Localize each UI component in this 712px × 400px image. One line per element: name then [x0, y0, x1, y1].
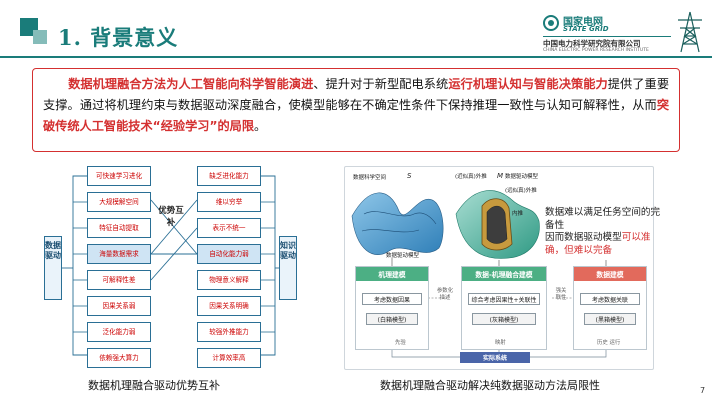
- left-node: 因果关系弱: [87, 296, 151, 316]
- plot1-axis-label: 数据科学空间: [353, 175, 387, 181]
- bottom-label-history: 历史 运行: [597, 340, 621, 346]
- plot2-label-extrap-far: (远似真)外推: [505, 188, 537, 194]
- side-label-left: 参数化 描述: [436, 288, 454, 301]
- summary-box: 数据机理融合方法为人工智能向科学智能演进、提升对于新型配电系统运行机理认知与智能…: [32, 68, 680, 152]
- section-data: 数据建模 考虑数据关联 (黑箱模型): [573, 266, 647, 350]
- section-data-sub: (黑箱模型): [584, 313, 636, 325]
- section-mechanism-head: 机理建模: [356, 267, 428, 281]
- summary-text-2: 提供了重要支撑。通过将机理约束与数据驱动深度融合，使模型能够在不确定性条件下保持…: [43, 77, 670, 112]
- power-tower-icon: [678, 11, 702, 53]
- institute-name-en: CHINA ELECTRIC POWER RESEARCH INSTITUTE: [543, 48, 649, 53]
- right-caption: 数据机理融合驱动解决纯数据驱动方法局限性: [380, 379, 600, 392]
- right-node: 维以穷举: [197, 192, 261, 212]
- right-node: 缺乏进化能力: [197, 166, 261, 186]
- section-mechanism-sub: (白箱模型): [366, 313, 418, 325]
- left-node: 依赖强大算力: [87, 348, 151, 368]
- actual-system-bar: 实际系统: [460, 352, 530, 363]
- section-fusion-box: 综合考虑因果性+关联性: [468, 293, 540, 305]
- section-data-box: 考虑数据关联: [580, 293, 640, 305]
- right-node: 自动化能力弱: [197, 244, 261, 264]
- left-node: 可快速学习进化: [87, 166, 151, 186]
- section-fusion-sub: (灰箱模型): [472, 313, 536, 325]
- side-label-right: 强关 联性: [555, 288, 567, 301]
- plot2-label-model: 数据驱动模型: [505, 174, 539, 180]
- right-node: 物理意义解释: [197, 270, 261, 290]
- section-fusion-head: 数据-机理融合建模: [462, 267, 546, 281]
- right-note-b: 因而数据驱动模型: [545, 232, 622, 243]
- bottom-label-map: 映射: [495, 340, 506, 346]
- page-number: 7: [700, 386, 706, 395]
- bottom-label-prior: 先验: [395, 340, 406, 346]
- page-title: 1. 背景意义: [58, 25, 179, 50]
- header-square-light: [33, 30, 47, 44]
- plot2-label-extrap-near: (近似真)外推: [455, 174, 487, 180]
- right-note: 数据难以满足任务空间的完备性 因而数据驱动模型可以准确，但难以完备: [545, 207, 665, 257]
- data-driven-label: 数据驱动: [44, 236, 62, 300]
- right-node: 计算效率高: [197, 348, 261, 368]
- logo-divider: [543, 36, 671, 37]
- left-caption: 数据机理融合驱动优势互补: [88, 379, 220, 392]
- summary-red-2: 运行机理认知与智能决策能力: [448, 77, 608, 91]
- summary-text-3: 。: [254, 119, 267, 133]
- section-fusion: 数据-机理融合建模 综合考虑因果性+关联性 (灰箱模型): [461, 266, 547, 350]
- section-mechanism-box: 考虑数据因果: [362, 293, 422, 305]
- institute-name: 中国电力科学研究院有限公司: [543, 39, 641, 48]
- plot2-m-label: M: [497, 172, 504, 180]
- state-grid-logo-icon: [543, 15, 559, 31]
- right-note-red: 可以准确，但难以完备: [545, 232, 651, 256]
- right-node: 表示不统一: [197, 218, 261, 238]
- right-note-a: 数据难以满足任务空间的完备性: [545, 207, 661, 231]
- left-node: 特征自动提取: [87, 218, 151, 238]
- logo-cn: 国家电网: [563, 17, 603, 28]
- logo-en: STATE GRID: [563, 25, 609, 33]
- section-mechanism: 机理建模 考虑数据因果 (白箱模型): [355, 266, 429, 350]
- right-diagram-plots: [351, 190, 607, 358]
- right-node: 较强外推能力: [197, 322, 261, 342]
- section-data-head: 数据建模: [574, 267, 646, 281]
- summary-red-3: 突破传统人工智能技术“经验学习”的局限: [43, 98, 669, 133]
- header-rule: [0, 56, 712, 58]
- left-node: 海量数据需求: [87, 244, 151, 264]
- complement-label: 优势互补: [158, 206, 184, 228]
- plot1-s-label: S: [407, 172, 412, 180]
- right-node: 因果关系明确: [197, 296, 261, 316]
- knowledge-driven-label: 知识驱动: [279, 236, 297, 300]
- plot2-label-interp: 内推: [512, 211, 524, 217]
- plot1-model-label: 数据驱动模型: [386, 253, 420, 259]
- summary-red-1: 数据机理融合方法为人工智能向科学智能演进: [68, 77, 314, 91]
- left-node: 可解释性差: [87, 270, 151, 290]
- left-node: 大规模解空间: [87, 192, 151, 212]
- left-node: 泛化能力弱: [87, 322, 151, 342]
- summary-text-1: 、提升对于新型配电系统: [313, 77, 449, 91]
